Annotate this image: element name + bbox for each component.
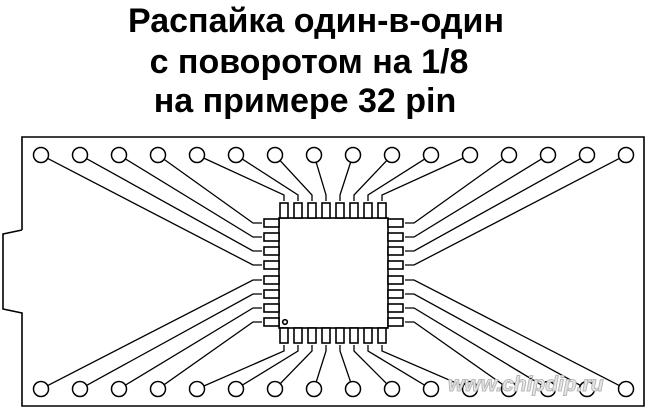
chip-pin <box>377 327 387 344</box>
chip-pin <box>307 327 317 344</box>
pad-top <box>617 146 635 164</box>
chip-pin <box>363 202 373 219</box>
pad-top <box>461 146 479 164</box>
chip-pin <box>363 327 373 344</box>
chip-body <box>278 217 389 329</box>
pad-bottom <box>344 380 362 398</box>
chip-pin <box>263 303 280 313</box>
chip-pin <box>387 275 404 285</box>
pad-top <box>110 146 128 164</box>
title-line-2: с поворотом на 1/8 <box>149 43 469 81</box>
pad-top <box>578 146 596 164</box>
pad-bottom <box>71 380 89 398</box>
chip-pin <box>349 327 359 344</box>
chip-pin <box>387 289 404 299</box>
pad-top <box>500 146 518 164</box>
chip-pin <box>279 327 289 344</box>
pad-top <box>539 146 557 164</box>
chip-pin <box>335 202 345 219</box>
board-outline <box>2 136 645 407</box>
pad-bottom <box>422 380 440 398</box>
chip-pin <box>321 202 331 219</box>
chip-pin <box>293 327 303 344</box>
chip-pin <box>387 260 404 270</box>
title-line-1: Распайка один-в-один <box>128 2 504 40</box>
chip-pin <box>263 246 280 256</box>
traces <box>47 157 620 387</box>
pad-bottom <box>266 380 284 398</box>
pad-top <box>32 146 50 164</box>
chip-pin <box>387 232 404 242</box>
chip-pin <box>263 275 280 285</box>
pad-top <box>227 146 245 164</box>
pad-bottom <box>32 380 50 398</box>
chip-pin <box>263 218 280 228</box>
pad-bottom <box>500 380 518 398</box>
pin1-marker <box>281 318 289 326</box>
pad-bottom <box>149 380 167 398</box>
chip-pin <box>263 260 280 270</box>
chip-pin <box>349 202 359 219</box>
chip-pin <box>387 303 404 313</box>
chip-pin <box>387 246 404 256</box>
pad-top <box>344 146 362 164</box>
pad-bottom <box>383 380 401 398</box>
chip-pin <box>263 232 280 242</box>
qfp32-chip <box>263 202 404 344</box>
chip-pin <box>263 289 280 299</box>
chip-pin <box>279 202 289 219</box>
chip-pin <box>377 202 387 219</box>
pad-top <box>305 146 323 164</box>
pad-bottom <box>539 380 557 398</box>
chip-pin <box>307 202 317 219</box>
chip-pin <box>263 317 280 327</box>
pad-top <box>422 146 440 164</box>
chip-pin <box>335 327 345 344</box>
watermark: www.chipdip.ru <box>448 373 605 397</box>
pad-top <box>266 146 284 164</box>
pad-top <box>149 146 167 164</box>
pad-bottom <box>305 380 323 398</box>
chip-pin <box>321 327 331 344</box>
chip-pin <box>387 317 404 327</box>
chip-pin <box>387 218 404 228</box>
pad-bottom <box>110 380 128 398</box>
pad-top <box>71 146 89 164</box>
pads <box>32 146 635 398</box>
pad-top <box>383 146 401 164</box>
pad-bottom <box>188 380 206 398</box>
chip-pin <box>293 202 303 219</box>
pad-bottom <box>617 380 635 398</box>
pad-bottom <box>461 380 479 398</box>
pad-top <box>188 146 206 164</box>
pad-bottom <box>227 380 245 398</box>
pad-bottom <box>578 380 596 398</box>
title-line-3: на примере 32 pin <box>153 82 457 120</box>
